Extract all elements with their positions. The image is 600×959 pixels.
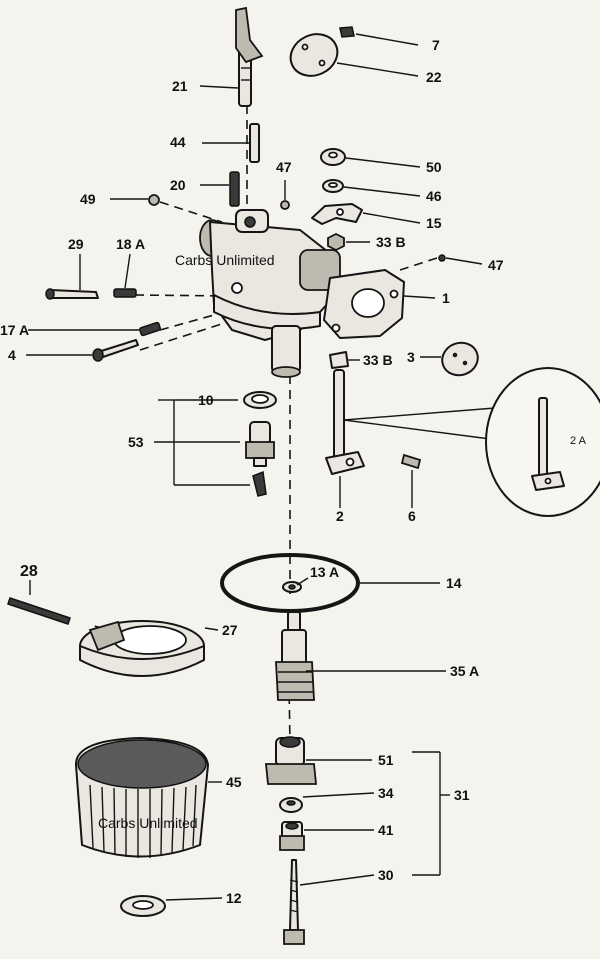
callout-28: 28	[20, 563, 38, 580]
callout-34: 34	[378, 785, 394, 801]
throttle-spring	[229, 171, 240, 207]
choke-shaft	[325, 369, 365, 475]
idle-mixture-screw	[45, 288, 99, 300]
callout-14: 14	[446, 575, 462, 591]
callout-53: 53	[128, 434, 144, 450]
callout-2: 2	[336, 508, 344, 524]
callout-21: 21	[172, 78, 188, 94]
bracket-needle-seat	[154, 399, 250, 486]
needle-and-seat	[245, 421, 275, 497]
welch-plug	[148, 194, 160, 206]
callout-30: 30	[378, 867, 394, 883]
callout-35a: 35 A	[450, 663, 479, 679]
shaft-pin	[249, 123, 260, 163]
fiber-washer	[282, 581, 302, 593]
leader-lines	[26, 33, 483, 901]
lever-nut	[320, 148, 346, 166]
lever-washer	[322, 179, 344, 193]
packing-washer	[279, 797, 303, 813]
callout-31: 31	[454, 787, 470, 803]
callout-6: 6	[408, 508, 416, 524]
float-bowl	[74, 737, 209, 858]
callout-33b-top: 33 B	[376, 234, 406, 250]
callout-45: 45	[226, 774, 242, 790]
bushing-bottom	[329, 351, 349, 369]
watermark-bottom: Carbs Unlimited	[98, 815, 198, 831]
carburetor-body	[199, 209, 405, 378]
bracket-adjusting-needle	[412, 751, 450, 876]
callout-1: 1	[442, 290, 450, 306]
callout-20: 20	[170, 177, 186, 193]
callout-10: 10	[198, 392, 214, 408]
callout-7: 7	[432, 37, 440, 53]
callout-49: 49	[80, 191, 96, 207]
float	[79, 620, 205, 677]
callout-50: 50	[426, 159, 442, 175]
callout-47-right: 47	[488, 257, 504, 273]
bowl-washer	[120, 895, 166, 917]
throttle-shaft	[235, 6, 264, 107]
idle-screw-spring	[113, 288, 137, 298]
callout-3: 3	[407, 349, 415, 365]
callout-22: 22	[426, 69, 442, 85]
check-ball-right	[438, 254, 446, 262]
callout-27: 27	[222, 622, 238, 638]
callout-labels: 7 22 21 44 47 50 46 49 20 15 29 18 A 33 …	[0, 37, 587, 906]
packing-nut	[279, 821, 305, 851]
callout-41: 41	[378, 822, 394, 838]
check-ball-top	[280, 200, 290, 210]
throttle-plate	[289, 33, 339, 77]
callout-2a: 2 A	[570, 435, 587, 447]
throttle-lever	[311, 203, 363, 225]
choke-screw	[400, 453, 422, 470]
callout-12: 12	[226, 890, 242, 906]
callout-51: 51	[378, 752, 394, 768]
callout-4: 4	[8, 347, 16, 363]
detail-inset	[343, 367, 600, 517]
callout-47-top: 47	[276, 159, 292, 175]
adjusting-needle	[283, 859, 305, 945]
callout-33b-bottom: 33 B	[363, 352, 393, 368]
throttle-plate-screw	[339, 26, 355, 38]
throttle-stop-spring	[139, 321, 161, 337]
main-jet	[275, 611, 315, 701]
callout-18a: 18 A	[116, 236, 145, 252]
callout-46: 46	[426, 188, 442, 204]
callout-29: 29	[68, 236, 84, 252]
seat-gasket	[243, 391, 277, 409]
adjusting-nut	[265, 736, 317, 785]
choke-plate	[441, 341, 479, 377]
watermark-top: Carbs Unlimited	[175, 252, 275, 268]
callout-44: 44	[170, 134, 186, 150]
callout-15: 15	[426, 215, 442, 231]
throttle-stop-screw	[92, 339, 139, 362]
float-pin	[7, 597, 71, 625]
hex-nut-top	[327, 232, 345, 252]
callout-13a: 13 A	[310, 564, 339, 580]
callout-17a: 17 A	[0, 322, 29, 338]
